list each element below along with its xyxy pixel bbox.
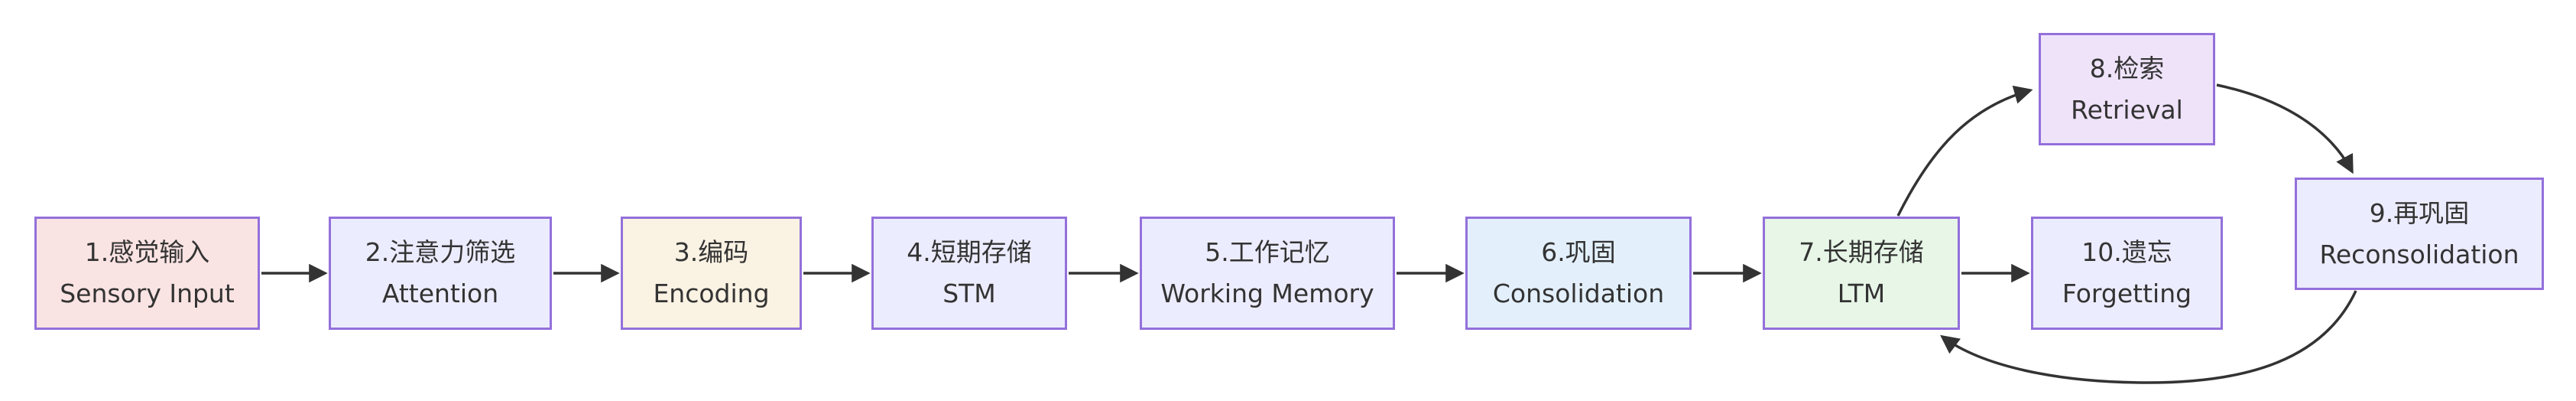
node-label-en: Forgetting (2062, 279, 2192, 308)
node-ltm: 7.长期存储 LTM (1763, 217, 1960, 330)
arrow-9-to-7 (1940, 290, 2357, 384)
node-label-en: Attention (381, 279, 499, 308)
node-working-memory: 5.工作记忆 Working Memory (1140, 217, 1395, 330)
node-sensory-input: 1.感觉输入 Sensory Input (34, 217, 260, 330)
arrow-7-to-8 (1896, 85, 2033, 217)
node-label-zh: 2.注意力筛选 (365, 237, 516, 267)
node-label-zh: 5.工作记忆 (1205, 237, 1330, 267)
node-label-zh: 9.再巩固 (2369, 197, 2470, 228)
node-retrieval: 8.检索 Retrieval (2039, 33, 2215, 145)
node-reconsolidation: 9.再巩固 Reconsolidation (2295, 178, 2544, 290)
node-attention: 2.注意力筛选 Attention (329, 217, 552, 330)
node-label-en: Consolidation (1492, 279, 1665, 308)
node-encoding: 3.编码 Encoding (621, 217, 802, 330)
node-label-en: Encoding (653, 279, 770, 308)
node-label-zh: 6.巩固 (1541, 237, 1616, 267)
node-label-en: Retrieval (2071, 94, 2183, 125)
node-stm: 4.短期存储 STM (871, 217, 1067, 330)
arrow-8-to-9 (2216, 83, 2354, 174)
node-label-en: LTM (1837, 279, 1886, 308)
node-forgetting: 10.遗忘 Forgetting (2031, 217, 2223, 330)
node-label-zh: 4.短期存储 (907, 237, 1032, 267)
node-label-zh: 1.感觉输入 (84, 237, 210, 267)
node-consolidation: 6.巩固 Consolidation (1465, 217, 1692, 330)
node-label-en: Working Memory (1160, 279, 1374, 308)
node-label-zh: 10.遗忘 (2081, 237, 2172, 267)
node-label-zh: 3.编码 (673, 237, 749, 267)
node-label-en: Sensory Input (60, 279, 235, 308)
node-label-zh: 8.检索 (2089, 53, 2165, 83)
node-label-en: Reconsolidation (2319, 239, 2519, 269)
node-label-zh: 7.长期存储 (1799, 237, 1924, 267)
node-label-en: STM (942, 279, 996, 308)
